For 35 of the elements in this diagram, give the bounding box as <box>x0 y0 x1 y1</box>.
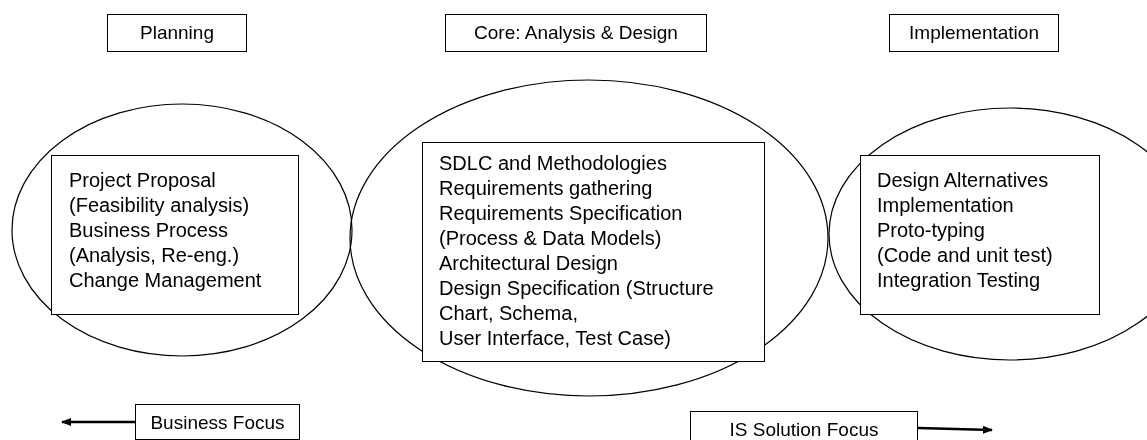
label-text: Core: Analysis & Design <box>473 22 679 44</box>
topic-item: (Process & Data Models) <box>439 226 663 251</box>
topic-item: Requirements gathering <box>439 176 654 201</box>
label-text: Implementation <box>908 22 1040 44</box>
label-text: Business Focus <box>149 412 286 434</box>
topic-list-box <box>51 155 299 315</box>
label-text: IS Solution Focus <box>728 419 880 440</box>
ellipse-outline <box>10 102 355 358</box>
topic-item: Change Management <box>69 268 263 293</box>
label-box <box>690 411 918 440</box>
topic-item: Design Specification (Structure Chart, Schema, <box>439 276 715 326</box>
topic-item: Implementation <box>877 193 1015 218</box>
arrow <box>917 425 993 434</box>
ellipse-outline <box>827 107 1147 363</box>
label-text: Planning <box>139 22 215 44</box>
topic-item: Business Process <box>69 218 229 243</box>
arrow <box>61 418 135 426</box>
topic-item: SDLC and Methodologies <box>439 151 668 176</box>
topic-item: User Interface, Test Case) <box>439 326 672 351</box>
topic-item: (Analysis, Re-eng.) <box>69 243 241 268</box>
label-box <box>107 14 247 52</box>
ellipse-outline <box>348 78 831 400</box>
label-box <box>445 14 707 52</box>
topic-list-box <box>860 155 1100 315</box>
topic-list-box <box>422 142 765 362</box>
topic-item: Integration Testing <box>877 268 1042 293</box>
topic-item: Architectural Design <box>439 251 619 276</box>
topic-item: Requirements Specification <box>439 201 684 226</box>
topic-item: (Code and unit test) <box>877 243 1054 268</box>
label-box <box>889 14 1059 52</box>
topic-item: Project Proposal <box>69 168 217 193</box>
topic-item: Design Alternatives <box>877 168 1050 193</box>
topic-item: (Feasibility analysis) <box>69 193 251 218</box>
label-box <box>135 404 300 440</box>
topic-item: Proto-typing <box>877 218 986 243</box>
